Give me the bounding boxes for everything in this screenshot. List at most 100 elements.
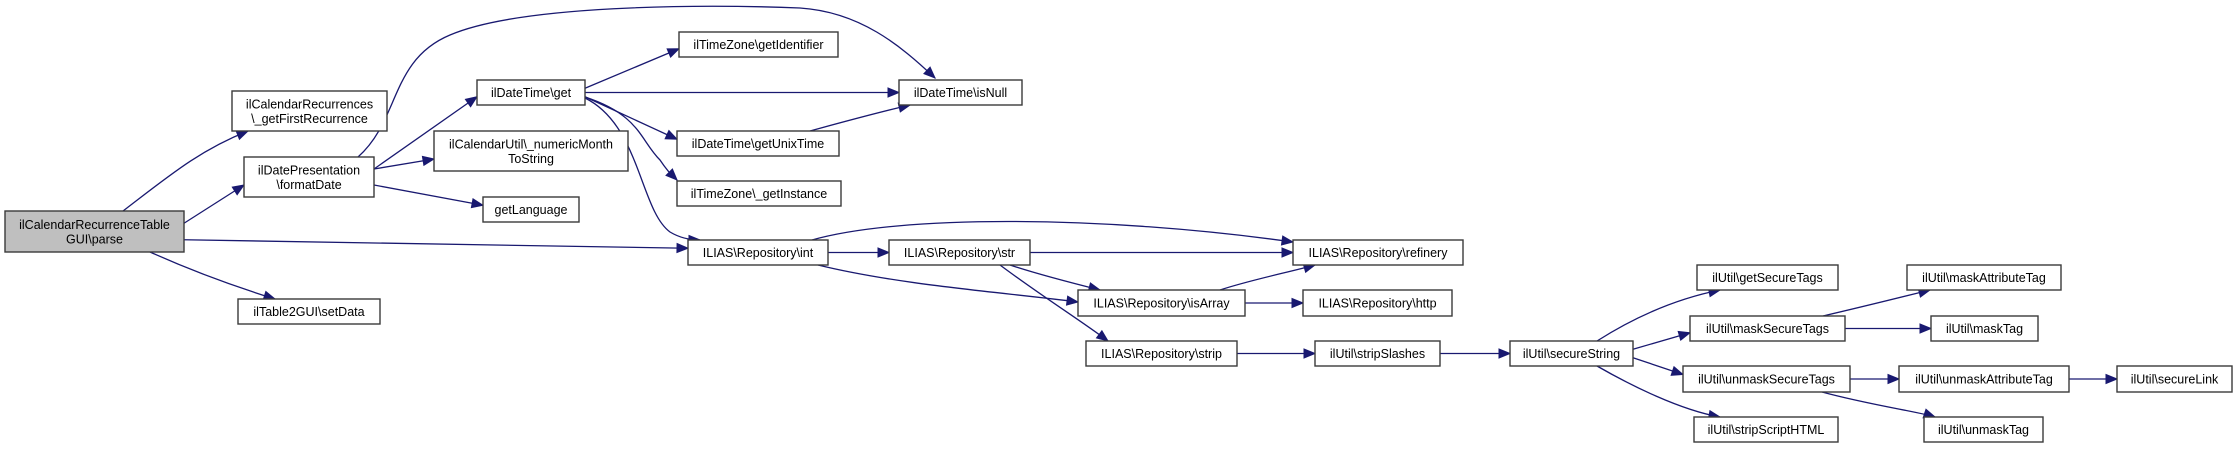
node-box: [482, 196, 580, 223]
node-label: getLanguage: [495, 203, 568, 217]
node-box: [676, 180, 842, 207]
arrowhead-icon: [923, 66, 936, 79]
edge-line: [809, 104, 911, 132]
edge-repoStr-to-isArray: [1009, 264, 1102, 293]
node-isArray[interactable]: ILIAS\Repository\isArray: [1077, 289, 1246, 317]
arrowhead-icon: [1498, 348, 1512, 359]
node-stripScriptHTML[interactable]: ilUtil\stripScriptHTML: [1693, 416, 1839, 443]
arrowhead-icon: [470, 197, 485, 209]
node-label: ilTimeZone\_getInstance: [691, 187, 827, 201]
arrowhead-icon: [464, 95, 479, 108]
edge-line: [149, 251, 276, 300]
node-box: [1689, 315, 1846, 342]
arrowhead-icon: [665, 168, 678, 181]
edge-formatDate-to-dtget: [373, 95, 479, 170]
edge-maskSecureTags-to-maskAttributeTag: [1822, 287, 1932, 317]
edge-parse-to-repoInt: [183, 239, 690, 254]
node-isNull[interactable]: ilDateTime\isNull: [898, 79, 1023, 106]
edge-line: [584, 96, 678, 140]
edge-repoStr-to-strip: [999, 264, 1110, 342]
node-label: ilDateTime\get: [491, 86, 572, 100]
arrowhead-icon: [1303, 348, 1317, 359]
edge-line: [811, 220, 1294, 243]
node-label: ilUtil\secureString: [1523, 347, 1620, 361]
edge-unmaskSecureTags-to-unmaskAttributeTag: [1850, 373, 1901, 385]
node-box: [1923, 416, 2044, 443]
node-maskTag[interactable]: ilUtil\maskTag: [1930, 315, 2039, 342]
node-label: ILIAS\Repository\strip: [1101, 347, 1222, 361]
edge-parse-to-setData: [149, 251, 277, 301]
node-box: [1930, 315, 2039, 342]
node-label: ilCalendarUtil\_numericMonth: [449, 137, 613, 151]
edge-parse-to-getFirstRecurrence: [122, 130, 250, 212]
node-label: GUI\parse: [66, 232, 123, 246]
edge-parse-to-formatDate: [183, 184, 246, 224]
node-box: [687, 239, 829, 266]
arrowhead-icon: [2105, 373, 2119, 385]
node-getFirstRecurrence[interactable]: ilCalendarRecurrences\_getFirstRecurrenc…: [231, 90, 388, 132]
node-box: [231, 90, 388, 132]
node-label: ilTimeZone\getIdentifier: [693, 38, 823, 52]
node-dtget[interactable]: ilDateTime\get: [476, 79, 586, 106]
node-repoStr[interactable]: ILIAS\Repository\str: [888, 239, 1031, 266]
edge-line: [373, 184, 484, 206]
node-label: ilDatePresentation: [258, 163, 360, 177]
node-label: ilUtil\secureLink: [2131, 373, 2219, 387]
edge-formatDate-to-isNull: [357, 5, 936, 158]
edge-line: [1596, 289, 1721, 342]
edge-line: [1821, 391, 1936, 418]
node-unmaskSecureTags[interactable]: ilUtil\unmaskSecureTags: [1682, 365, 1851, 393]
node-secureLink[interactable]: ilUtil\secureLink: [2116, 365, 2233, 393]
node-label: ILIAS\Repository\int: [703, 246, 814, 260]
edge-line: [122, 130, 249, 212]
node-box: [1302, 289, 1453, 317]
node-box: [237, 298, 381, 325]
arrowhead-icon: [1281, 247, 1295, 258]
node-getUnixTime[interactable]: ilDateTime\getUnixTime: [676, 130, 840, 157]
node-maskSecureTags[interactable]: ilUtil\maskSecureTags: [1689, 315, 1846, 342]
arrowhead-icon: [1095, 329, 1110, 342]
edge-line: [999, 264, 1109, 342]
node-box: [1509, 340, 1634, 367]
node-getSecureTags[interactable]: ilUtil\getSecureTags: [1696, 264, 1839, 291]
node-label: ilTable2GUI\setData: [253, 305, 364, 319]
edge-repoStr-to-refinery: [1030, 247, 1295, 258]
node-repoInt[interactable]: ILIAS\Repository\int: [687, 239, 829, 266]
node-box: [4, 210, 185, 253]
node-box: [678, 31, 839, 58]
node-box: [1906, 264, 2062, 291]
node-box: [476, 79, 586, 106]
edge-line: [1596, 365, 1721, 418]
node-unmaskAttributeTag[interactable]: ilUtil\unmaskAttributeTag: [1898, 365, 2070, 393]
node-setData[interactable]: ilTable2GUI\setData: [237, 298, 381, 325]
node-stripSlashes[interactable]: ilUtil\stripSlashes: [1314, 340, 1441, 367]
node-unmaskTag[interactable]: ilUtil\unmaskTag: [1923, 416, 2044, 443]
node-maskAttributeTag[interactable]: ilUtil\maskAttributeTag: [1906, 264, 2062, 291]
edge-getUnixTime-to-isNull: [809, 102, 912, 132]
node-getInstance[interactable]: ilTimeZone\_getInstance: [676, 180, 842, 207]
edge-maskSecureTags-to-maskTag: [1845, 323, 1933, 334]
node-getIdentifier[interactable]: ilTimeZone\getIdentifier: [678, 31, 839, 58]
node-strip[interactable]: ILIAS\Repository\strip: [1085, 340, 1238, 367]
node-formatDate[interactable]: ilDatePresentation\formatDate: [243, 156, 375, 198]
edge-dtget-to-getUnixTime: [584, 96, 679, 140]
node-label: ilUtil\maskSecureTags: [1706, 322, 1829, 336]
node-label: ILIAS\Repository\http: [1318, 297, 1436, 311]
edge-stripSlashes-to-secureString: [1440, 348, 1512, 359]
node-secureString[interactable]: ilUtil\secureString: [1509, 340, 1634, 367]
edge-unmaskSecureTags-to-unmaskTag: [1821, 391, 1937, 419]
edge-line: [373, 96, 478, 170]
edge-line: [584, 97, 701, 241]
node-getLanguage[interactable]: getLanguage: [482, 196, 580, 223]
edge-line: [183, 239, 689, 249]
node-label: ILIAS\Repository\refinery: [1309, 246, 1449, 260]
edge-secureString-to-unmaskSecureTags: [1632, 357, 1685, 376]
node-http[interactable]: ILIAS\Repository\http: [1302, 289, 1453, 317]
node-label: ilUtil\getSecureTags: [1712, 271, 1822, 285]
node-box: [1292, 239, 1464, 266]
node-refinery[interactable]: ILIAS\Repository\refinery: [1292, 239, 1464, 266]
edge-secureString-to-maskSecureTags: [1632, 330, 1692, 350]
